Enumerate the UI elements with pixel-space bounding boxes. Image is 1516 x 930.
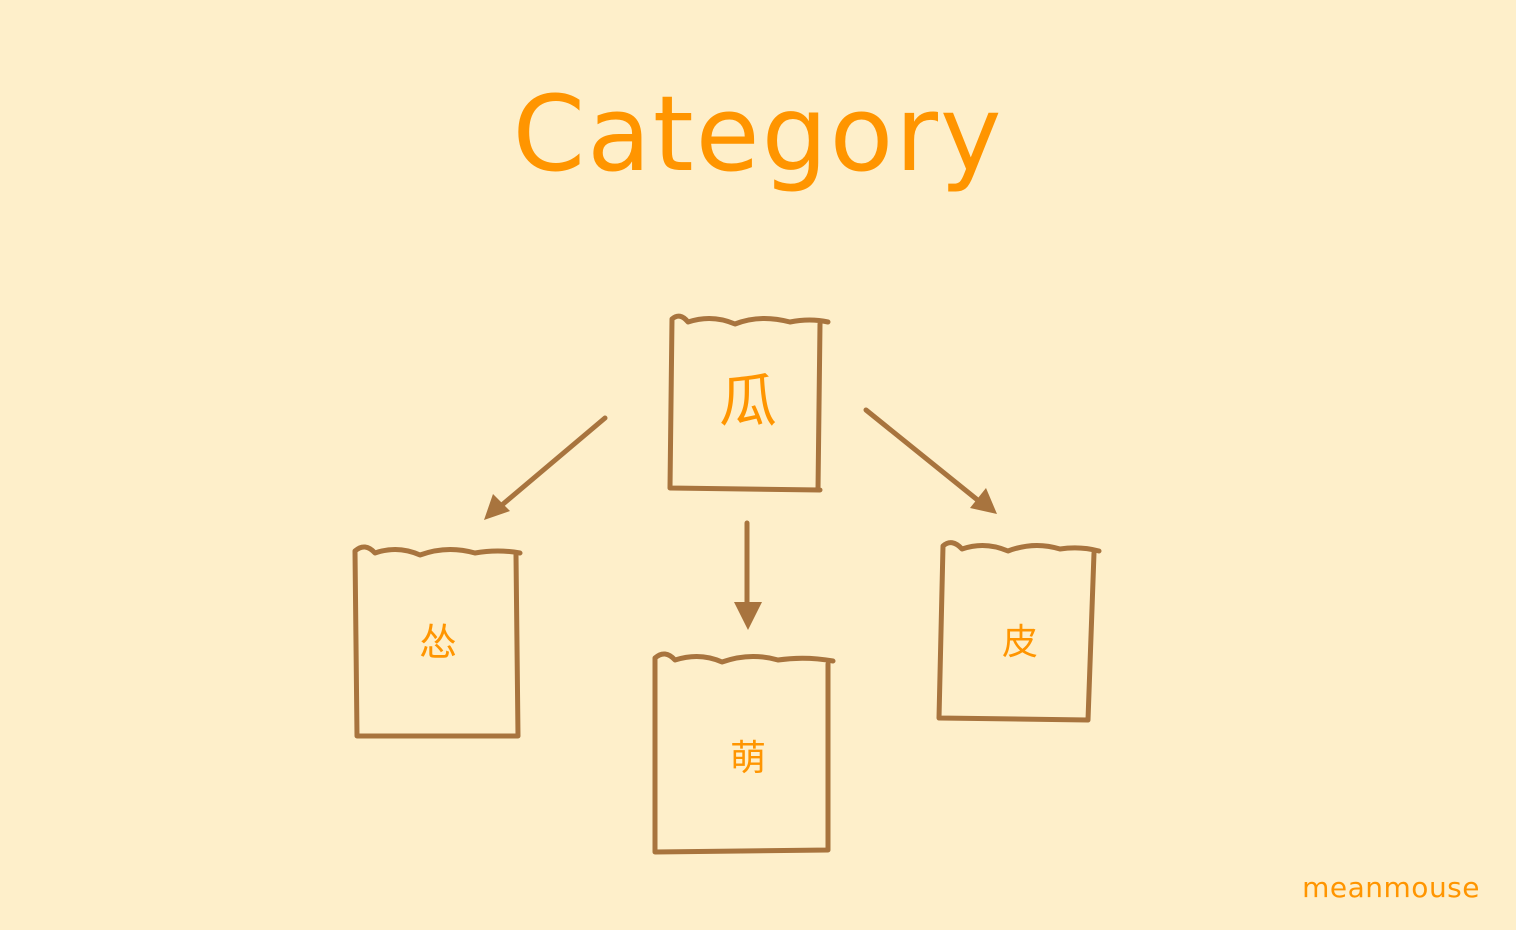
edge-root-middle-arrowhead	[734, 602, 762, 630]
node-middle-label: 萌	[730, 738, 766, 779]
edge-root-right-arrowhead	[970, 488, 997, 514]
node-left: 怂	[352, 544, 523, 739]
node-middle-box	[652, 651, 836, 855]
node-root-box	[667, 313, 831, 493]
node-middle: 萌	[652, 651, 836, 855]
diagram-title: Category	[512, 73, 1004, 195]
node-root: 瓜	[667, 313, 831, 493]
edge-root-left-line	[493, 415, 608, 513]
edge-root-middle	[734, 520, 762, 630]
node-right: 皮	[936, 540, 1102, 723]
edge-root-right	[863, 407, 997, 514]
node-left-box	[352, 544, 523, 739]
node-right-label: 皮	[1002, 622, 1038, 663]
node-left-label: 怂	[419, 621, 457, 665]
watermark-logo: meanmouse	[1302, 871, 1480, 904]
edge-root-right-line	[863, 407, 988, 509]
node-root-label: 瓜	[719, 367, 777, 435]
edge-root-left	[484, 415, 608, 520]
node-right-box	[936, 540, 1102, 723]
edge-root-left-arrowhead	[484, 494, 510, 520]
